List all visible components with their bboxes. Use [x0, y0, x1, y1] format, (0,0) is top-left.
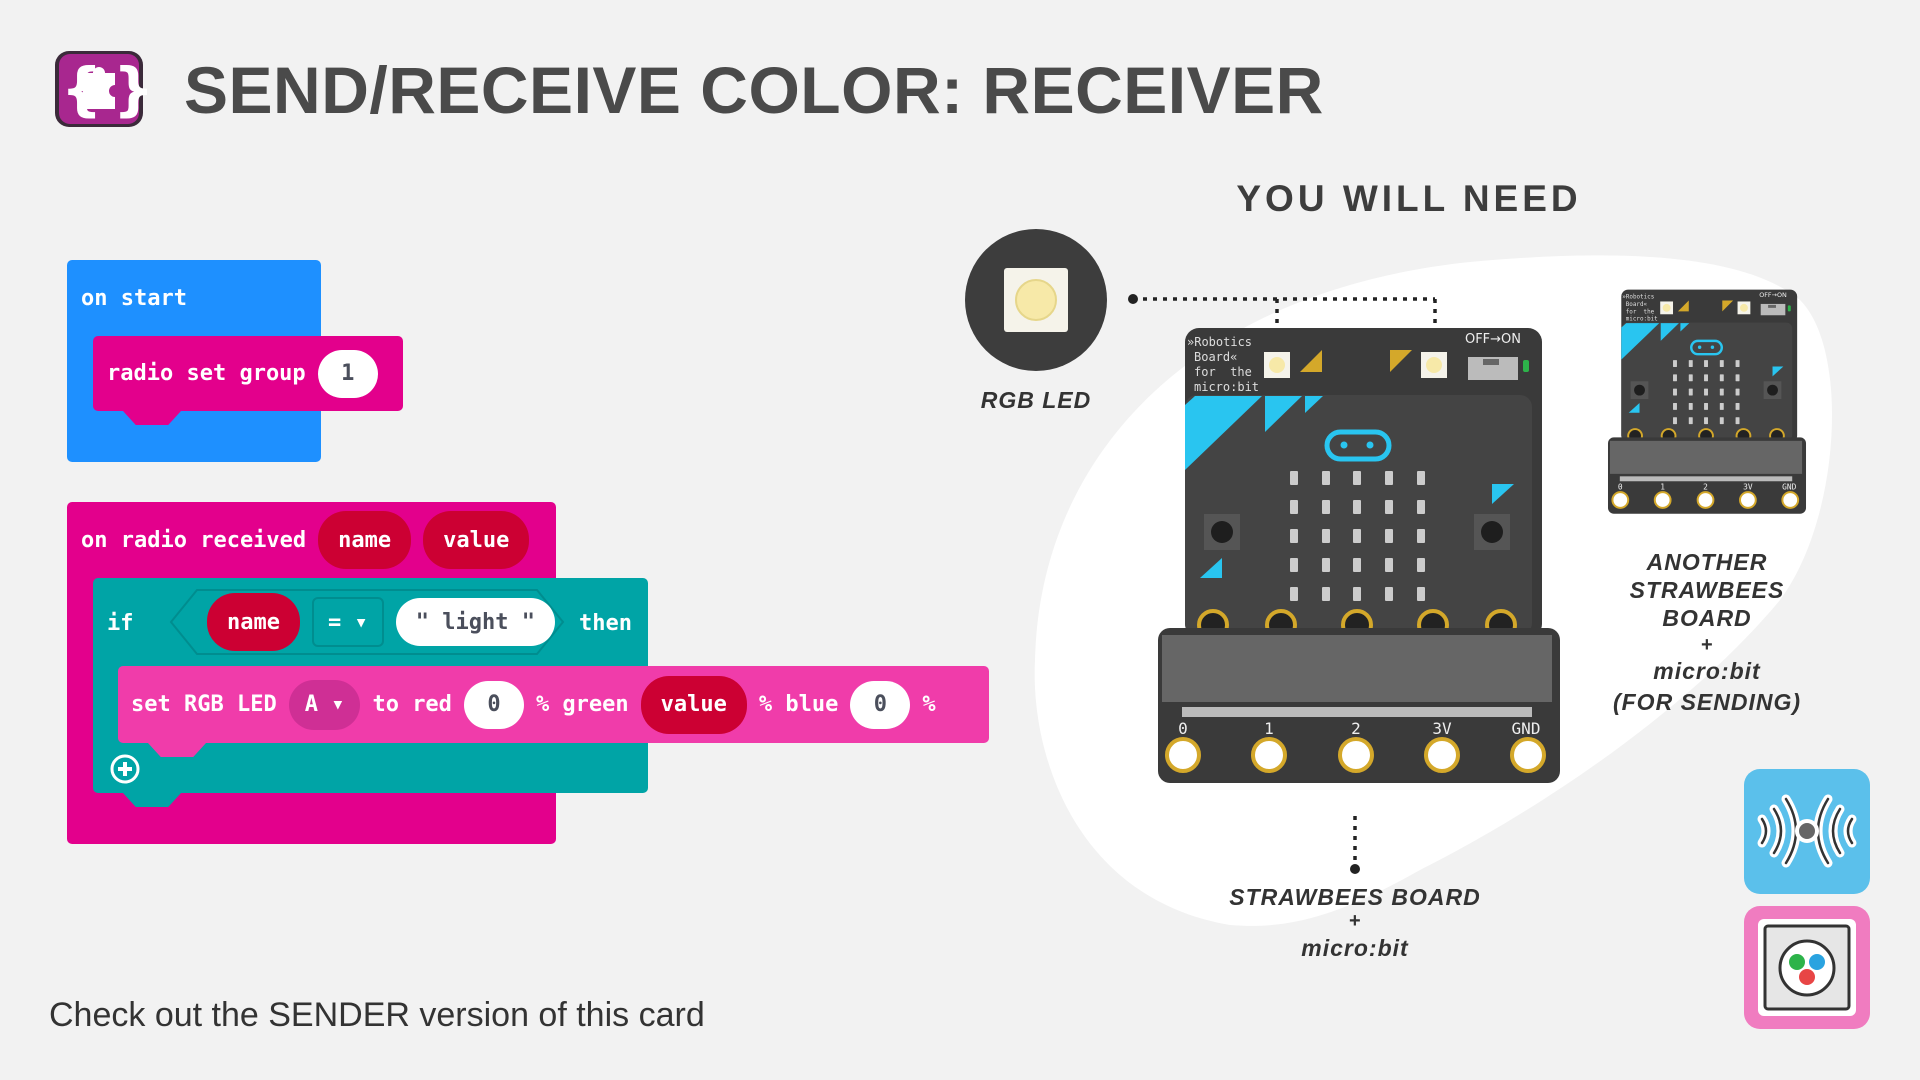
on-radio-received-label: on radio received — [81, 527, 307, 553]
board-silkscreen-text: micro:bit — [1194, 380, 1259, 394]
another-label-2: STRAWBEES — [1629, 577, 1785, 603]
rgb-led-icon[interactable] — [1744, 906, 1870, 1029]
pin-label: 3V — [1743, 483, 1753, 492]
board-silkscreen-text: Board« — [1194, 350, 1237, 364]
radio-set-group-label: radio set group — [107, 361, 306, 386]
you-will-need-heading: YOU WILL NEED — [1236, 178, 1582, 219]
radio-set-group-block[interactable]: radio set group 1 — [93, 336, 403, 425]
puzzle-braces-icon: { } — [55, 51, 149, 127]
another-label-1: ANOTHER — [1646, 549, 1768, 575]
add-branch-plus-icon[interactable] — [110, 754, 140, 784]
board-silkscreen-text: »Robotics — [1622, 295, 1654, 301]
pin-label: 3V — [1432, 719, 1452, 738]
power-switch-label: OFF→ON — [1465, 332, 1521, 347]
board-silkscreen-text: Board« — [1626, 302, 1647, 308]
pin-label: 0 — [1178, 719, 1188, 738]
rgb-led-label: RGB LED — [980, 387, 1092, 413]
block-notch — [148, 743, 206, 757]
page-title: SEND/RECEIVE COLOR: RECEIVER — [184, 53, 1324, 127]
board-silkscreen-text: for the — [1194, 365, 1252, 379]
percent-label: % — [922, 692, 936, 717]
name-variable[interactable]: name — [207, 593, 300, 651]
green-label: % green — [535, 692, 629, 717]
board-body — [1185, 328, 1542, 638]
board-label-microbit: micro:bit — [1301, 935, 1409, 961]
then-label: then — [579, 611, 632, 636]
set-rgb-led-block[interactable]: set RGB LED A ▾ to red 0 % green value %… — [118, 666, 989, 757]
svg-text:}: } — [113, 55, 149, 123]
led-dropdown[interactable]: A ▾ — [288, 679, 361, 730]
light-string-input[interactable]: " light " — [395, 598, 555, 646]
sender-version-link[interactable]: Check out the SENDER version of this car… — [49, 996, 705, 1034]
pin-label: 1 — [1660, 483, 1665, 492]
pin-label: 2 — [1351, 719, 1361, 738]
block-notch — [123, 793, 181, 807]
red-input[interactable]: 0 — [463, 680, 524, 729]
blue-label: % blue — [758, 692, 839, 717]
to-red-label: to red — [372, 692, 452, 717]
another-label-sending: (FOR SENDING) — [1612, 689, 1802, 715]
board-silkscreen-text: for the — [1626, 309, 1655, 315]
power-switch-label: OFF→ON — [1759, 291, 1787, 299]
pin-label: 2 — [1703, 483, 1708, 492]
if-label: if — [107, 611, 134, 636]
led-matrix — [1290, 471, 1425, 601]
pin-label: 1 — [1264, 719, 1274, 738]
board-body — [1621, 289, 1798, 443]
dotted-connector — [1133, 297, 1437, 866]
name-param[interactable]: name — [318, 511, 412, 569]
pin-label: GND — [1782, 483, 1796, 492]
operator-dropdown[interactable]: = ▾ — [311, 597, 384, 647]
green-value-variable[interactable]: value — [640, 675, 747, 734]
radio-icon[interactable] — [1744, 769, 1870, 894]
led-matrix — [1673, 360, 1740, 425]
pin-label: GND — [1512, 719, 1541, 738]
board-label-plus: + — [1348, 910, 1362, 932]
another-label-3: BOARD — [1662, 605, 1752, 631]
strawbees-board-microbit: »Robotics Board« for the micro:bit OFF→O… — [1158, 328, 1560, 783]
blue-input[interactable]: 0 — [850, 680, 911, 729]
board-silkscreen-text: »Robotics — [1187, 335, 1252, 349]
pin-label: 0 — [1618, 483, 1623, 492]
set-rgb-led-label: set RGB LED — [131, 692, 277, 717]
group-value-input[interactable]: 1 — [317, 349, 378, 398]
value-param[interactable]: value — [423, 511, 530, 569]
block-notch — [123, 411, 181, 425]
board-label: STRAWBEES BOARD — [1229, 884, 1481, 910]
another-strawbees-board: »Robotics Board« for the micro:bit OFF→O… — [1607, 289, 1807, 514]
on-start-label: on start — [81, 286, 187, 311]
another-label-microbit: micro:bit — [1653, 658, 1761, 684]
rgb-led-part — [965, 229, 1107, 371]
board-silkscreen-text: micro:bit — [1626, 317, 1658, 323]
another-label-plus: + — [1700, 634, 1714, 656]
